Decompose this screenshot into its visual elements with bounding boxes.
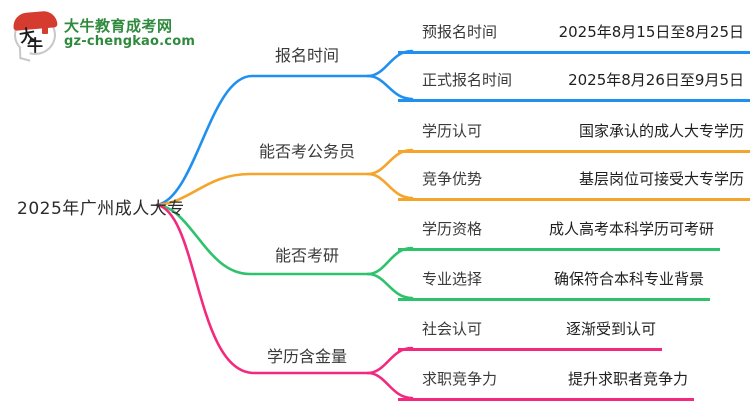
branch-label-baoming-shijian: 报名时间 — [274, 46, 339, 65]
leaf-row: 学历资格 成人高考本科学历可考研 — [398, 218, 720, 251]
branch-label-kaoyan: 能否考研 — [274, 246, 339, 265]
branch3-main-line — [155, 203, 370, 276]
leaf-label: 专业选择 — [422, 270, 483, 288]
leaf-row: 预报名时间 2025年8月15日至8月25日 — [398, 21, 750, 54]
leaf-label: 学历认可 — [422, 122, 483, 140]
leaf-row: 求职竞争力 提升求职者竞争力 — [398, 368, 694, 401]
leaf-label: 预报名时间 — [422, 23, 498, 41]
branch2-fork-down — [366, 172, 414, 200]
branch1-fork-down — [366, 74, 414, 101]
leaf-label: 竞争优势 — [422, 170, 483, 188]
brand-title: 大牛教育成考网 — [64, 16, 173, 35]
branch1-main-line — [155, 74, 370, 207]
brand-domain: gz-chengkao.com — [64, 34, 196, 50]
branch-label-kao-gongwuyuan: 能否考公务员 — [258, 142, 355, 161]
red-seal-mark — [42, 26, 48, 34]
leaf-value: 国家承认的成人大专学历 — [578, 122, 744, 140]
branch4-main-line — [155, 203, 370, 375]
branch2-main-line — [155, 172, 370, 207]
leaf-label: 求职竞争力 — [422, 370, 498, 388]
leaf-value: 基层岗位可接受大专学历 — [578, 170, 744, 188]
brand-text: 大牛教育成考网 gz-chengkao.com — [64, 16, 196, 50]
leaf-row: 专业选择 确保符合本科专业背景 — [398, 268, 710, 301]
leaf-row: 学历认可 国家承认的成人大专学历 — [398, 120, 750, 153]
leaf-value: 2025年8月15日至8月25日 — [558, 23, 744, 41]
branch3-fork-down — [366, 272, 414, 300]
leaf-value: 2025年8月26日至9月5日 — [568, 71, 744, 89]
brand-logo: 大 牛 大牛教育成考网 gz-chengkao.com — [12, 10, 196, 62]
root-node: 2025年广州成人大专 — [17, 199, 185, 219]
leaf-row: 正式报名时间 2025年8月26日至9月5日 — [398, 69, 750, 102]
leaf-value: 成人高考本科学历可考研 — [548, 220, 714, 238]
leaf-label: 学历资格 — [422, 220, 483, 238]
branch4-fork-down — [366, 371, 414, 400]
bull-mascot-icon: 大 牛 — [12, 10, 58, 62]
leaf-row: 社会认可 逐渐受到认可 — [398, 318, 662, 351]
leaf-value: 逐渐受到认可 — [565, 320, 656, 338]
leaf-label: 正式报名时间 — [422, 71, 513, 89]
leaf-value: 提升求职者竞争力 — [567, 370, 688, 388]
logo-char-niu: 牛 — [27, 36, 44, 55]
leaf-value: 确保符合本科专业背景 — [553, 270, 704, 288]
branch-label-hanjinliang: 学历含金量 — [266, 347, 347, 366]
leaf-label: 社会认可 — [422, 320, 483, 338]
leaf-row: 竞争优势 基层岗位可接受大专学历 — [398, 168, 750, 201]
